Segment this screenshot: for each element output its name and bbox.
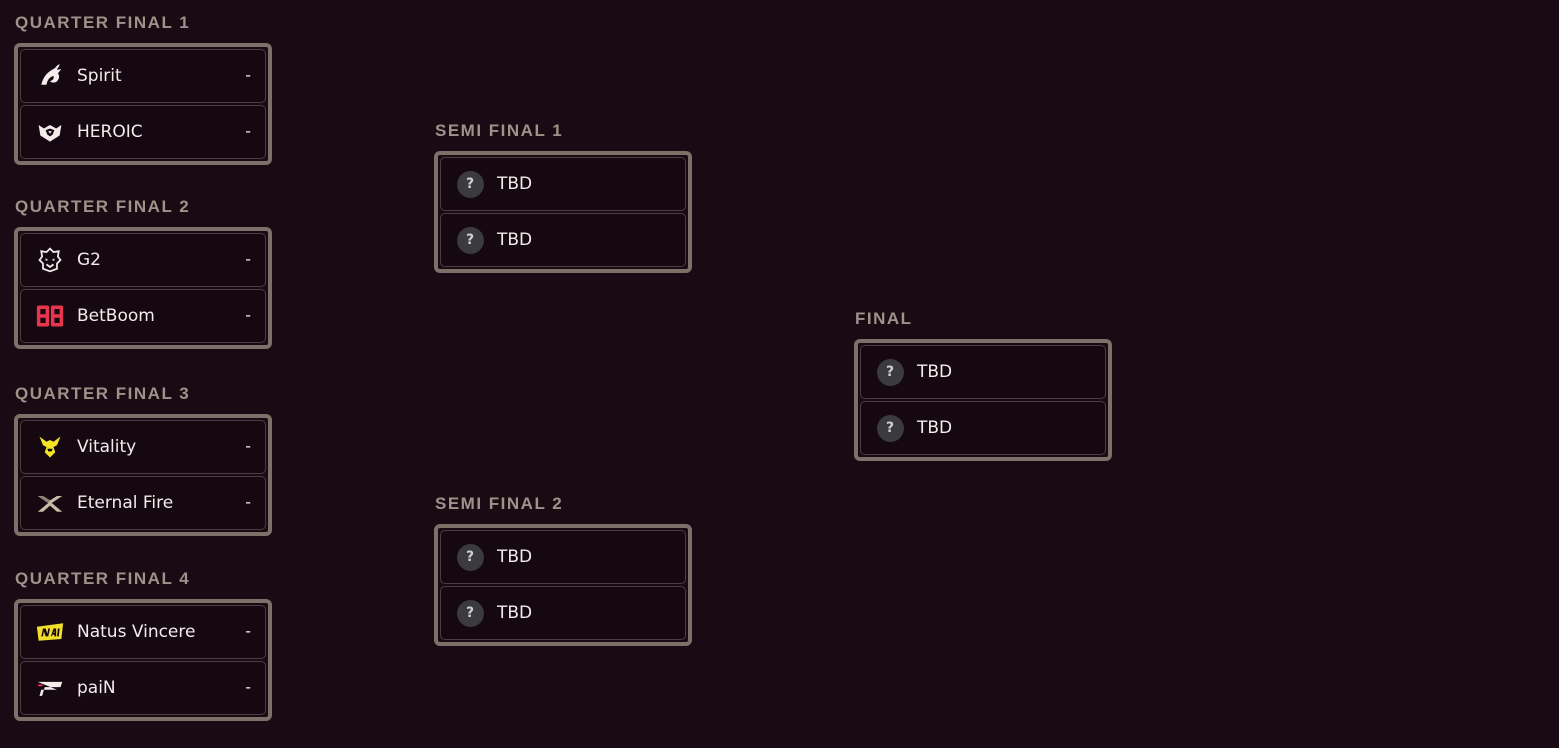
quarter-final-2: QUARTER FINAL 2 G2 - BetBoom -	[14, 197, 272, 349]
team-row-eternal-fire[interactable]: Eternal Fire -	[20, 476, 266, 530]
team-row-betboom[interactable]: BetBoom -	[20, 289, 266, 343]
match-card: Vitality - Eternal Fire -	[14, 414, 272, 536]
team-name: Spirit	[77, 66, 122, 86]
team-row-vitality[interactable]: Vitality -	[20, 420, 266, 474]
team-score: -	[245, 677, 251, 697]
match-card: ? TBD ? TBD	[854, 339, 1112, 461]
quarter-final-3: QUARTER FINAL 3 Vitality - Eternal Fire …	[14, 384, 272, 536]
team-name: TBD	[497, 174, 533, 194]
team-row-g2[interactable]: G2 -	[20, 233, 266, 287]
quarter-final-4: QUARTER FINAL 4 Natus Vincere - paiN -	[14, 569, 272, 721]
team-name: TBD	[917, 362, 953, 382]
team-score: -	[245, 621, 251, 641]
question-mark-icon: ?	[456, 599, 484, 627]
team-row-tbd[interactable]: ? TBD	[440, 530, 686, 584]
team-score: -	[245, 65, 251, 85]
final: FINAL ? TBD ? TBD	[854, 309, 1112, 461]
team-name: BetBoom	[77, 306, 155, 326]
match-title: QUARTER FINAL 1	[15, 13, 191, 32]
match-title: FINAL	[855, 309, 913, 328]
question-mark-icon: ?	[876, 358, 904, 386]
team-row-tbd[interactable]: ? TBD	[440, 157, 686, 211]
question-mark-icon: ?	[456, 226, 484, 254]
team-name: Natus Vincere	[77, 622, 196, 642]
match-title: QUARTER FINAL 3	[15, 384, 191, 403]
team-score: -	[245, 436, 251, 456]
pain-logo-icon	[35, 673, 65, 703]
spirit-dragon-icon	[35, 61, 65, 91]
match-title: SEMI FINAL 1	[435, 121, 564, 140]
team-score: -	[245, 305, 251, 325]
team-score: -	[245, 249, 251, 269]
team-score: -	[245, 492, 251, 512]
team-name: HEROIC	[77, 122, 143, 142]
match-card: ? TBD ? TBD	[434, 524, 692, 646]
team-score: -	[245, 121, 251, 141]
team-row-tbd[interactable]: ? TBD	[860, 345, 1106, 399]
team-name: Eternal Fire	[77, 493, 174, 513]
match-title: QUARTER FINAL 4	[15, 569, 191, 588]
team-name: TBD	[497, 547, 533, 567]
semi-final-1: SEMI FINAL 1 ? TBD ? TBD	[434, 121, 692, 273]
match-title: QUARTER FINAL 2	[15, 197, 191, 216]
team-name: TBD	[497, 603, 533, 623]
question-mark-icon: ?	[456, 543, 484, 571]
navi-logo-icon	[35, 617, 65, 647]
semi-final-2: SEMI FINAL 2 ? TBD ? TBD	[434, 494, 692, 646]
team-row-heroic[interactable]: HEROIC -	[20, 105, 266, 159]
team-name: TBD	[497, 230, 533, 250]
team-row-spirit[interactable]: Spirit -	[20, 49, 266, 103]
team-row-tbd[interactable]: ? TBD	[860, 401, 1106, 455]
match-title: SEMI FINAL 2	[435, 494, 564, 513]
team-name: paiN	[77, 678, 116, 698]
vitality-bee-icon	[35, 432, 65, 462]
match-card: G2 - BetBoom -	[14, 227, 272, 349]
team-name: Vitality	[77, 437, 137, 457]
match-card: Natus Vincere - paiN -	[14, 599, 272, 721]
team-row-tbd[interactable]: ? TBD	[440, 213, 686, 267]
match-card: Spirit - HEROIC -	[14, 43, 272, 165]
team-row-tbd[interactable]: ? TBD	[440, 586, 686, 640]
question-mark-icon: ?	[876, 414, 904, 442]
heroic-logo-icon	[35, 117, 65, 147]
match-card: ? TBD ? TBD	[434, 151, 692, 273]
team-name: G2	[77, 250, 101, 270]
question-mark-icon: ?	[456, 170, 484, 198]
quarter-final-1: QUARTER FINAL 1 Spirit - HEROIC -	[14, 13, 272, 165]
eternal-fire-logo-icon	[35, 488, 65, 518]
team-name: TBD	[917, 418, 953, 438]
betboom-logo-icon	[35, 301, 65, 331]
team-row-pain[interactable]: paiN -	[20, 661, 266, 715]
team-row-natus-vincere[interactable]: Natus Vincere -	[20, 605, 266, 659]
g2-samurai-icon	[35, 245, 65, 275]
